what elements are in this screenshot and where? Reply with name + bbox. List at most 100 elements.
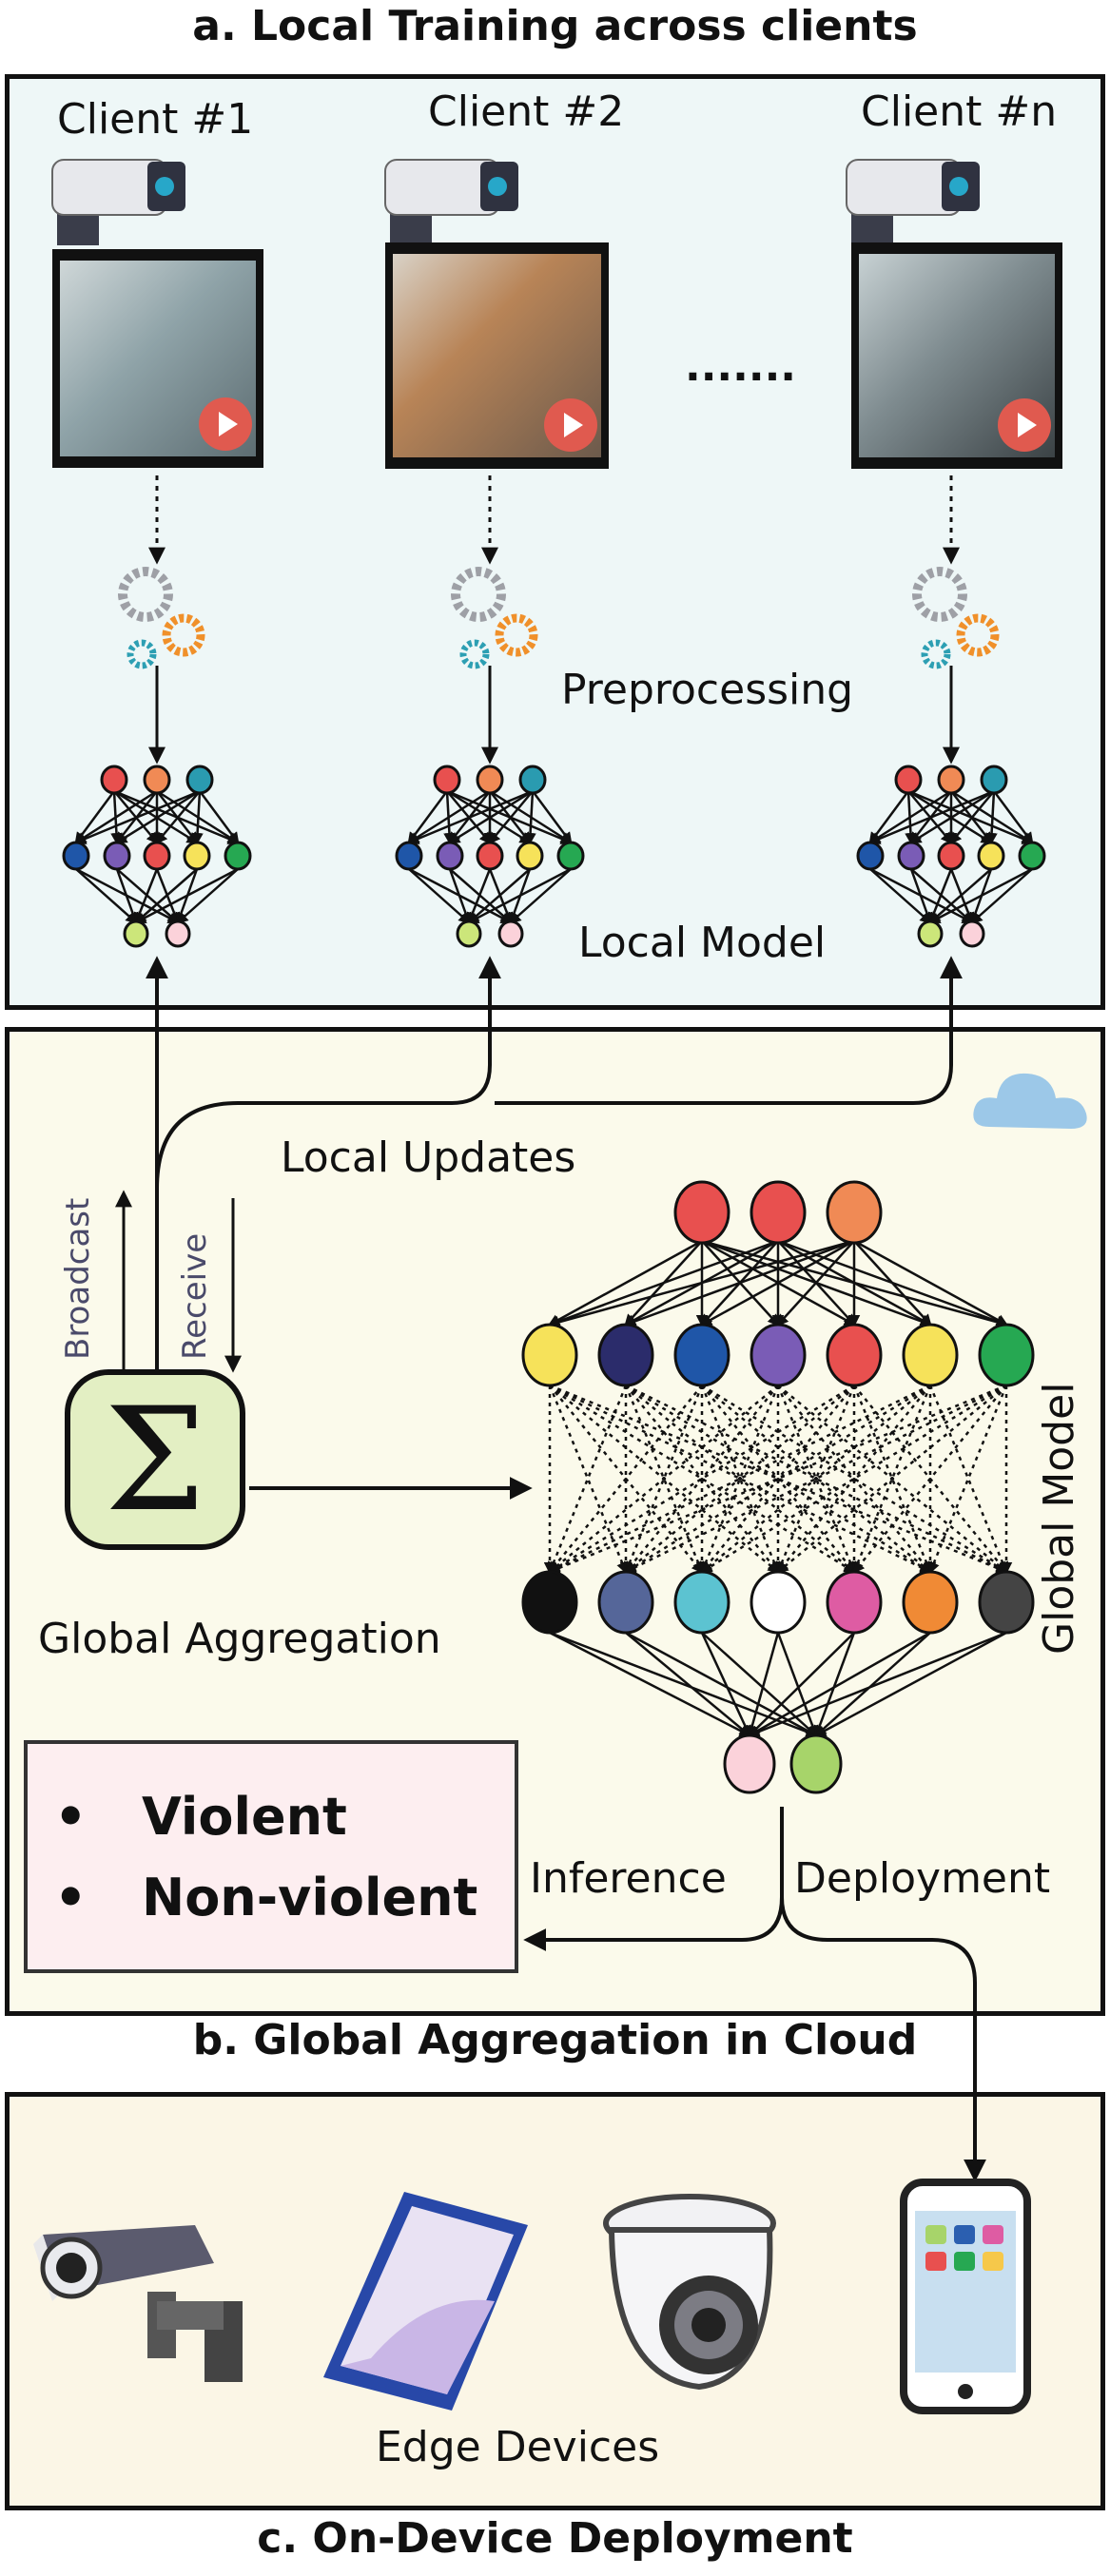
local-edge <box>115 868 139 925</box>
local-edge <box>867 789 995 844</box>
gear-icon <box>921 639 951 669</box>
global-edge <box>853 1240 932 1327</box>
local-hidden-node <box>937 841 965 871</box>
tablet-phone-icon <box>900 2179 1031 2414</box>
local-edge <box>927 867 1033 924</box>
smartphone-icon <box>323 2192 528 2411</box>
local-edge <box>447 789 534 844</box>
client-n-video[interactable] <box>851 242 1062 469</box>
global-dotted-edge <box>548 1385 779 1574</box>
global-output-node <box>789 1733 843 1794</box>
global-edge <box>748 1632 855 1737</box>
global-hidden2-node <box>978 1570 1035 1635</box>
global-dotted-edge <box>776 1385 1007 1574</box>
section-b-title: b. Global Aggregation in Cloud <box>192 2016 918 2064</box>
local-input-node <box>185 765 214 795</box>
deployment-label: Deployment <box>794 1854 1051 1903</box>
local-edge <box>466 867 572 924</box>
camera-lens <box>155 177 174 196</box>
global-dotted-edge <box>547 1385 628 1575</box>
global-output-node <box>723 1733 776 1794</box>
local-edge <box>73 789 201 844</box>
class-non-violent: Non-violent <box>142 1868 478 1927</box>
local-input-node <box>433 765 461 795</box>
class-violent: Violent <box>142 1787 347 1847</box>
local-hidden-node <box>436 841 464 871</box>
bullet-camera-icon <box>33 2225 243 2382</box>
gear-icon <box>118 567 173 622</box>
local-output-node <box>165 920 191 948</box>
local-edge <box>114 789 201 844</box>
gear-icon <box>162 613 205 657</box>
gear-icon <box>956 613 1000 657</box>
global-edge <box>549 1631 752 1737</box>
global-dotted-edge <box>700 1385 855 1574</box>
local-output-node <box>456 920 482 948</box>
gear-icon <box>127 639 157 669</box>
global-hidden2-node <box>521 1570 578 1635</box>
global-hidden2-node <box>902 1570 959 1635</box>
global-edge <box>699 1239 855 1327</box>
local-input-node <box>518 765 547 795</box>
client-2-video[interactable] <box>385 242 609 469</box>
global-hidden1-node <box>673 1323 730 1387</box>
global-aggregation-label: Global Aggregation <box>38 1615 441 1663</box>
global-input-node <box>750 1180 807 1245</box>
global-input-node <box>826 1180 883 1245</box>
camera-icon <box>51 159 185 245</box>
camera-lens <box>949 177 968 196</box>
global-hidden2-node <box>826 1570 883 1635</box>
client-1-label: Client #1 <box>57 95 254 144</box>
global-dotted-edge <box>623 1384 1007 1574</box>
section-c-title: c. On-Device Deployment <box>257 2514 853 2563</box>
global-dotted-edge <box>547 1384 931 1574</box>
local-edge <box>198 790 240 845</box>
global-edge <box>814 1632 931 1737</box>
local-edge <box>446 789 533 844</box>
global-dotted-edge <box>625 1384 1009 1574</box>
global-hidden1-node <box>750 1323 807 1387</box>
play-icon[interactable] <box>998 398 1051 452</box>
play-icon[interactable] <box>544 398 597 452</box>
classification-output-box: • Violent • Non-violent <box>24 1740 518 1973</box>
global-edge <box>625 1631 819 1737</box>
play-icon[interactable] <box>199 397 252 451</box>
local-edge <box>408 868 471 924</box>
clientn-link <box>495 956 963 1105</box>
local-edge <box>869 868 932 924</box>
global-edge <box>701 1632 818 1737</box>
gear-icon <box>459 639 490 669</box>
global-hidden1-node <box>826 1323 883 1387</box>
local-edge <box>113 789 200 844</box>
global-hidden2-node <box>597 1570 654 1635</box>
local-model-label: Local Model <box>578 919 827 967</box>
global-edge <box>547 1239 779 1327</box>
local-hidden-node <box>143 841 171 871</box>
local-edge <box>970 868 1033 924</box>
local-edge <box>907 789 994 844</box>
gear-icon <box>451 567 506 622</box>
global-edge <box>700 1632 751 1738</box>
client-1-video[interactable] <box>52 249 263 468</box>
client2-link <box>155 956 501 1190</box>
global-dotted-edge <box>624 1385 779 1574</box>
local-edge <box>191 790 204 845</box>
local-hidden-node <box>556 841 585 871</box>
dome-camera-icon <box>603 2194 776 2391</box>
global-input-node <box>673 1180 730 1245</box>
local-hidden-node <box>516 841 544 871</box>
global-edge <box>747 1631 1007 1738</box>
global-dotted-edge <box>547 1384 1007 1575</box>
local-hidden-node <box>977 841 1005 871</box>
global-hidden2-node <box>673 1570 730 1635</box>
local-edge <box>524 790 536 845</box>
local-edge <box>406 789 534 844</box>
global-dotted-edge <box>927 1385 1008 1575</box>
receive-label: Receive <box>176 1232 214 1360</box>
global-edge <box>776 1240 855 1327</box>
edge-devices-label: Edge Devices <box>376 2423 660 2471</box>
global-hidden1-node <box>902 1323 959 1387</box>
local-edge <box>406 789 491 844</box>
local-output-node <box>123 920 149 948</box>
camera-lens <box>488 177 507 196</box>
